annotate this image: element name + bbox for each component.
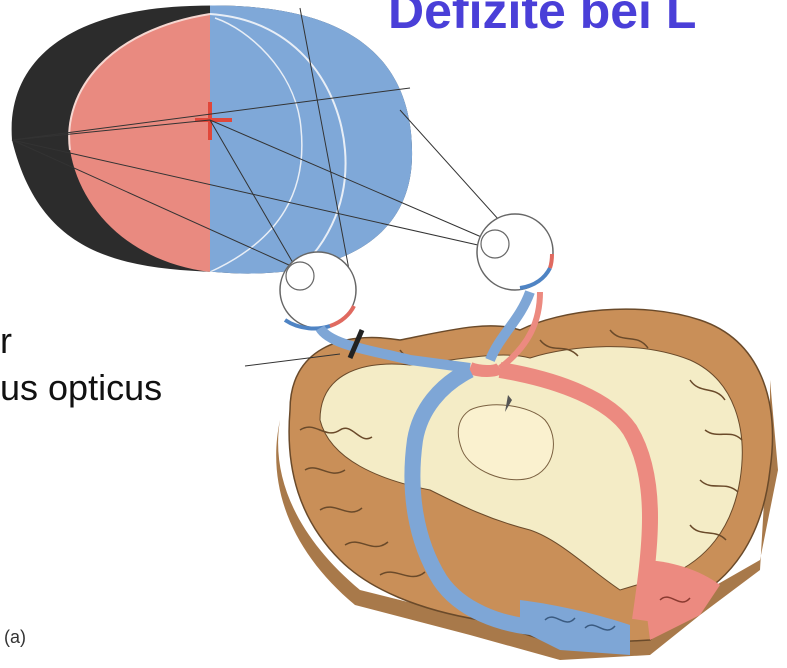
- optic-chiasm: [470, 368, 500, 371]
- figure-label: (a): [4, 627, 26, 648]
- visual-field-right-half: [210, 0, 420, 280]
- right-eye: [477, 214, 553, 290]
- left-eye: [280, 252, 356, 328]
- lesion-label-line-2: us opticus: [0, 370, 162, 406]
- slide-title: Defizite bei L: [388, 0, 696, 36]
- lesion-label-line-1: r: [0, 323, 12, 359]
- right-retina-red: [550, 254, 552, 268]
- visual-field: [12, 0, 420, 280]
